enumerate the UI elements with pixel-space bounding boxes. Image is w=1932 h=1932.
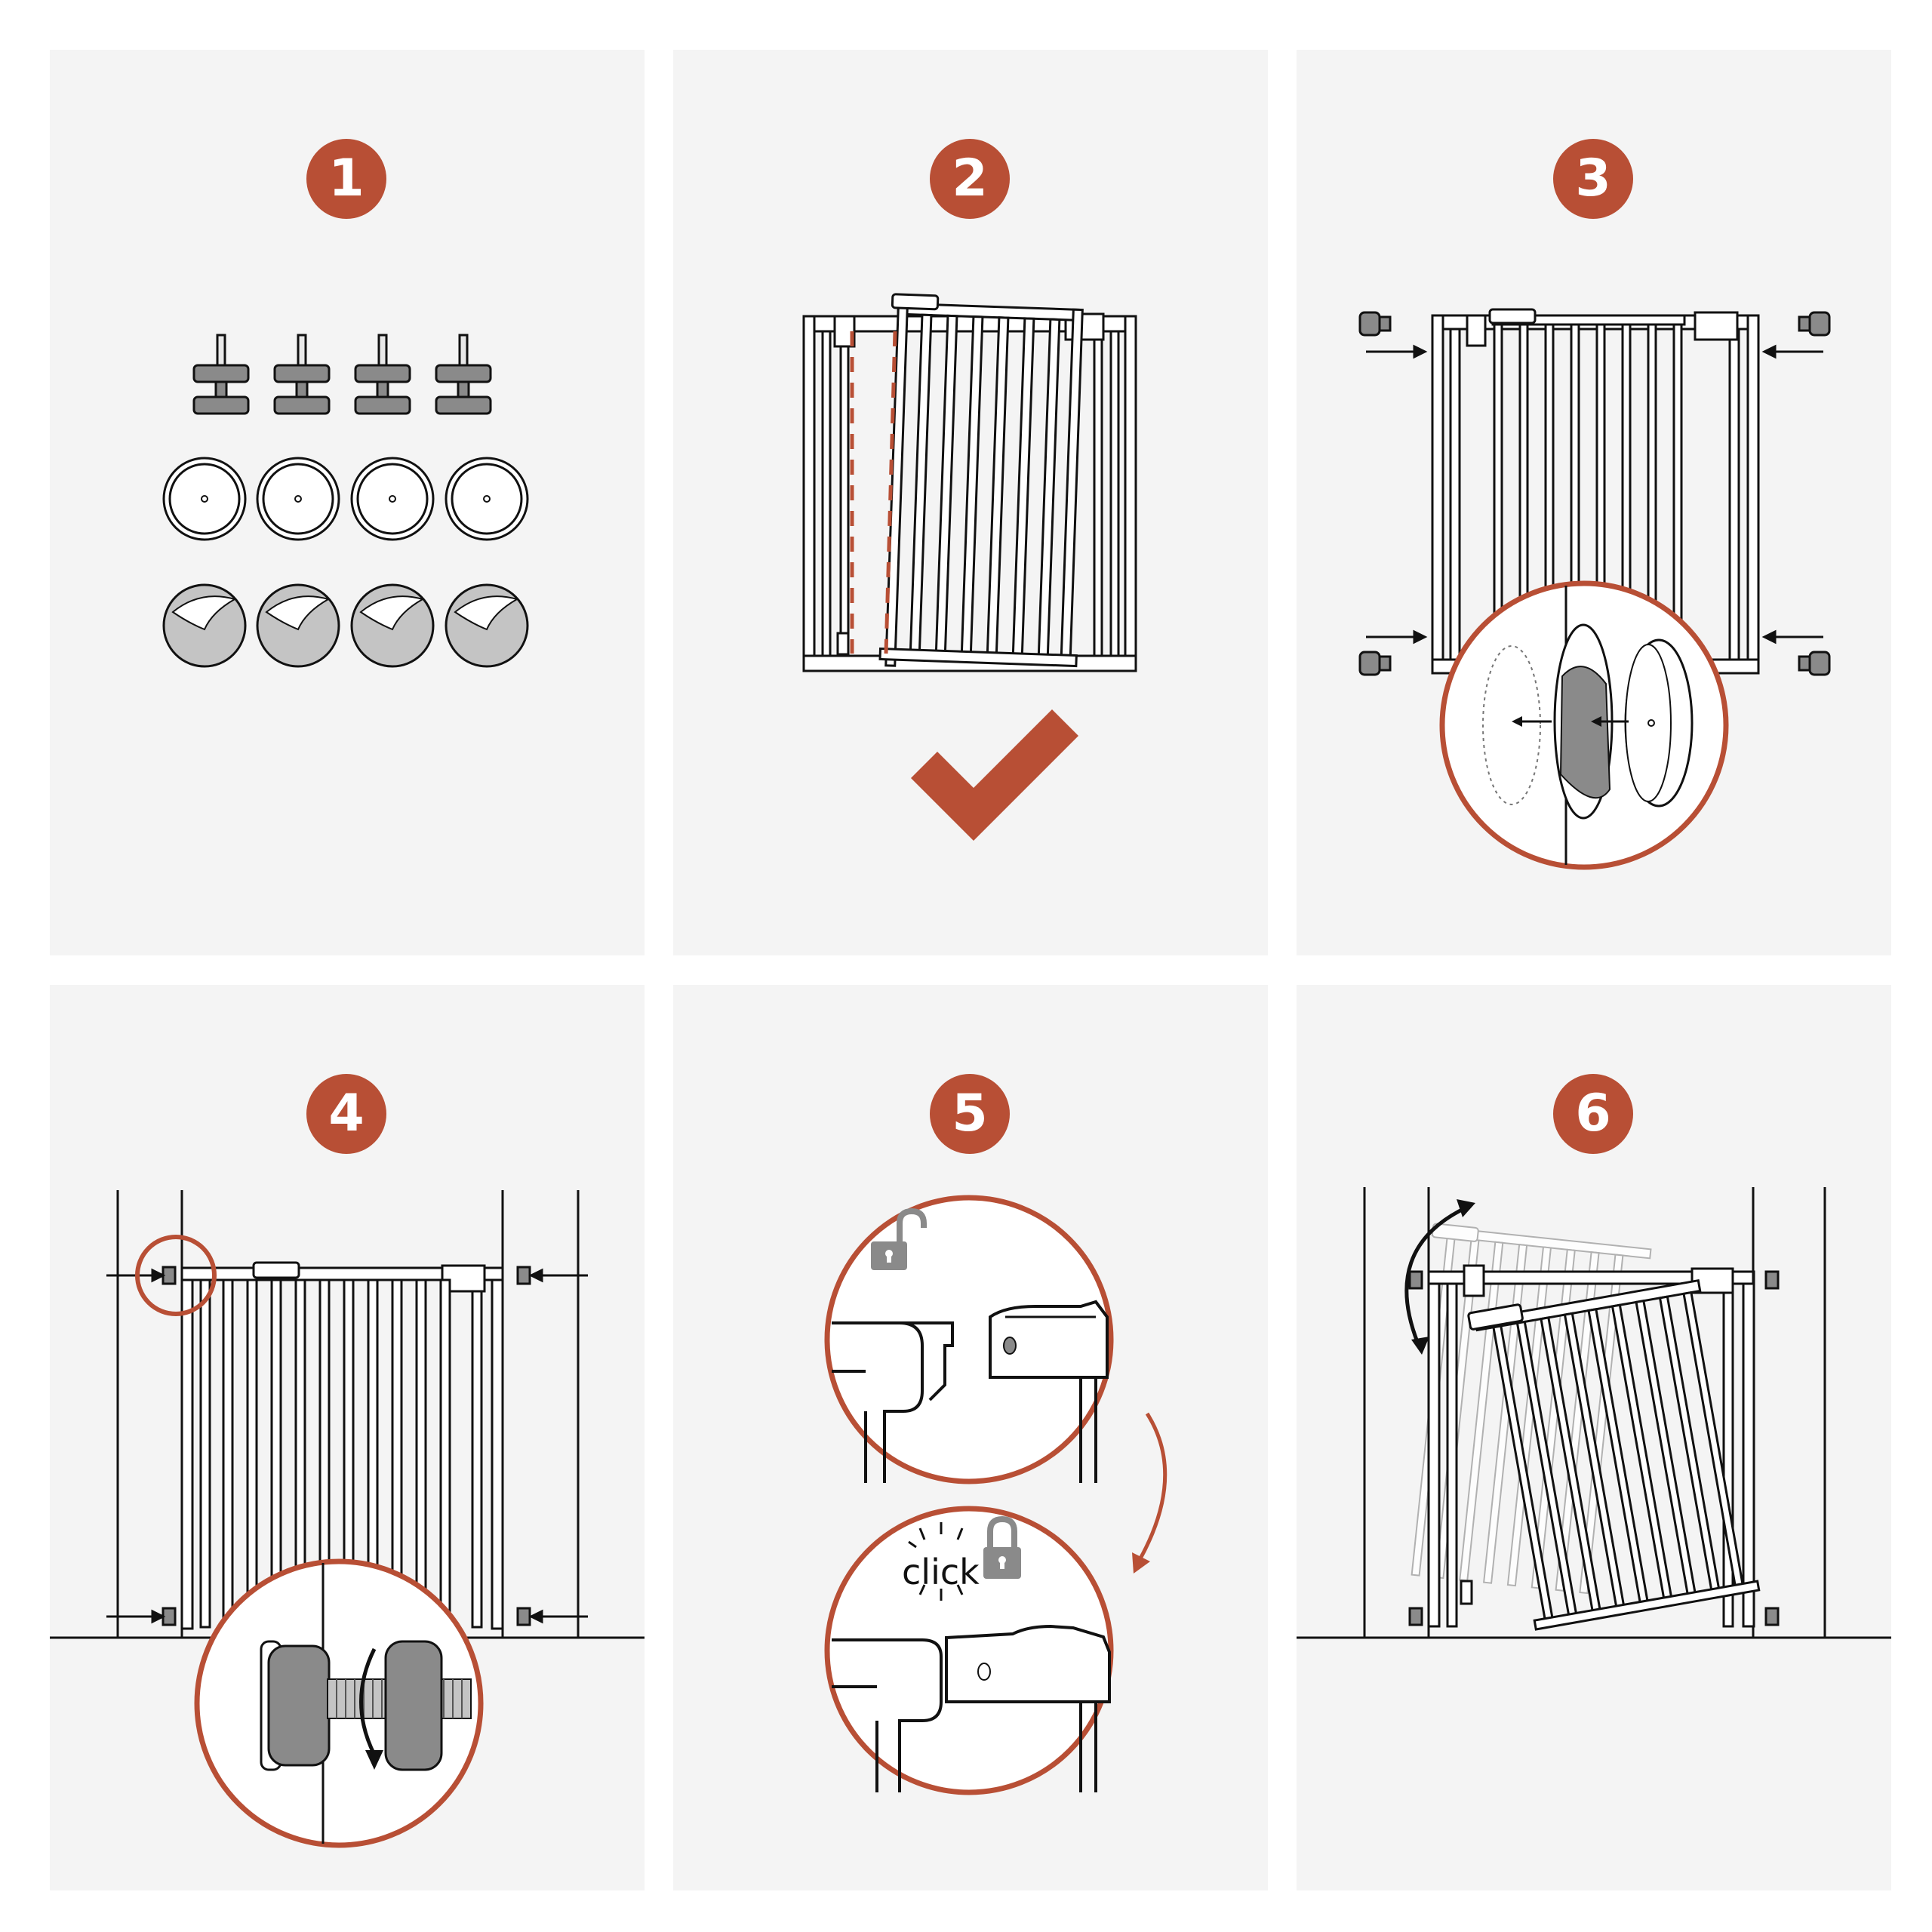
adhesive-pad-part xyxy=(256,583,340,668)
rotate-arrow-icon xyxy=(359,1647,383,1770)
spindle-part xyxy=(192,334,250,415)
check-icon xyxy=(911,709,1078,841)
click-label: click xyxy=(902,1552,980,1592)
spindle-insertion-illustration xyxy=(1358,308,1831,870)
spindle-part xyxy=(273,334,331,415)
step-number-badge: 6 xyxy=(1553,1074,1633,1154)
lock-icon xyxy=(983,1515,1021,1579)
adhesive-pad-part xyxy=(162,583,247,668)
unlock-icon xyxy=(871,1208,927,1270)
gate-alignment-illustration xyxy=(802,293,1137,841)
step-panel-3: 3 xyxy=(1297,50,1891,955)
step-panel-1: 1 xyxy=(50,50,645,955)
swing-arrow-icon xyxy=(1404,1199,1475,1355)
wall-cup-part xyxy=(445,457,529,541)
parts-illustration xyxy=(162,334,529,668)
zoom-detail xyxy=(194,1558,484,1848)
spindle-part xyxy=(435,334,492,415)
step-number-badge: 3 xyxy=(1553,139,1633,219)
wall-cup-part xyxy=(256,457,340,541)
step-panel-4: 4 xyxy=(50,985,645,1890)
step-number-badge: 1 xyxy=(306,139,386,219)
adhesive-pad-part xyxy=(350,583,435,668)
step-panel-5: 5 click xyxy=(673,985,1268,1890)
wall-cup-part xyxy=(162,457,247,541)
wall-cup-part xyxy=(350,457,435,541)
latch-lock-illustration xyxy=(824,1195,1168,1795)
step-number-badge: 4 xyxy=(306,1074,386,1154)
step-number-badge: 5 xyxy=(930,1074,1010,1154)
spindle-part xyxy=(354,334,411,415)
step-number-badge: 2 xyxy=(930,139,1010,219)
gate-opening-illustration xyxy=(1297,1187,1891,1639)
latch-closed-detail xyxy=(824,1506,1114,1795)
gate-installation-illustration xyxy=(50,1190,645,1848)
latch-open-detail xyxy=(824,1195,1114,1484)
zoom-detail xyxy=(1439,580,1729,870)
step-panel-2: 2 xyxy=(673,50,1268,955)
step-panel-6: 6 xyxy=(1297,985,1891,1890)
adhesive-pad-part xyxy=(445,583,529,668)
